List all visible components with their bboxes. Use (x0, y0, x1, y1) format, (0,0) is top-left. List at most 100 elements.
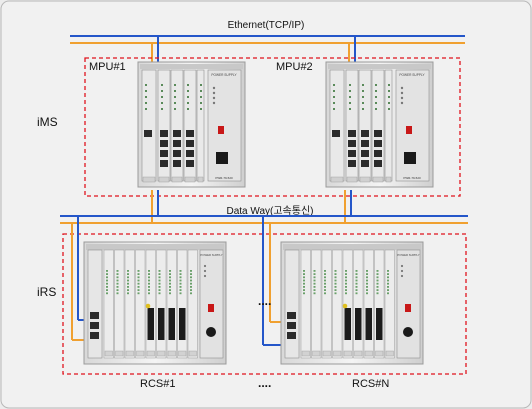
mpu-card-led (200, 90, 202, 92)
mpu-card-tag (346, 176, 358, 183)
rcs-io-led (190, 273, 192, 275)
rcs-io-led (387, 292, 389, 295)
rcs-io-tag (115, 350, 124, 357)
ethernet-port (160, 150, 168, 157)
rcs-io-tag (188, 350, 197, 357)
rcs-io-card (332, 249, 343, 359)
ethernet-port (374, 150, 382, 157)
ims-label: iMS (37, 115, 58, 129)
rcs-io-led (127, 270, 129, 272)
mpu-card-led (388, 84, 390, 86)
rcs-io-led (158, 270, 161, 272)
rcs-io-led (137, 273, 140, 275)
rcs-io-led (116, 276, 119, 279)
mpu-card-led (349, 84, 351, 86)
rcs-io-led (387, 279, 389, 282)
rcs-io-led (179, 282, 182, 285)
rcs-io-led (106, 292, 108, 295)
rcs-io-led (303, 286, 305, 288)
power-switch (406, 126, 412, 134)
rcs-io-led (106, 273, 108, 275)
rcs-io-card (384, 249, 395, 359)
dataway-label: Data Way(고속통신) (227, 205, 314, 217)
rcs-power-switch (208, 304, 214, 312)
rcs-io-led (387, 276, 389, 279)
ims-dashed-box (84, 57, 461, 197)
rcs-top-rail (86, 244, 224, 250)
rcs-io-led (366, 282, 368, 285)
rcs-io-led (355, 270, 358, 272)
rcs-io-led (334, 276, 337, 279)
mpu-card-led (362, 108, 364, 110)
mpu-card-led (388, 102, 390, 104)
rcs-io-led (179, 276, 182, 279)
ethernet-port (361, 140, 369, 147)
mpu2-label: MPU#2 (276, 61, 313, 73)
rcs-io-led (116, 279, 119, 282)
rcs-io-led (324, 279, 326, 282)
rcs-io-led (116, 292, 119, 295)
power-led (212, 96, 216, 100)
mpu-card-led (145, 90, 147, 92)
rcs-io-led (169, 279, 171, 282)
rcs-ethernet-port (90, 312, 99, 319)
rcs-io-led (313, 270, 316, 272)
rcs-ethernet-port (90, 322, 99, 329)
rcs-io-led (324, 289, 326, 291)
rcs-io-card (321, 249, 332, 359)
rcs-io-led (345, 282, 347, 285)
rcs-io-tag (157, 350, 166, 357)
rcs-io-led (148, 279, 150, 282)
rcs-io-led (148, 276, 150, 279)
ethernet-port (348, 160, 356, 167)
rcs-io-led (345, 289, 347, 291)
mpu-card-led (333, 102, 335, 104)
rcs-io-led (179, 279, 182, 282)
rcs-io-led (355, 279, 358, 282)
rcs-io-led (148, 289, 150, 291)
rcs-io-tag (312, 350, 321, 357)
ellipsis-middle: .... (258, 294, 271, 308)
rcs-io-led (158, 276, 161, 279)
rcs-power-led (203, 264, 207, 268)
mpu-card-led (333, 84, 335, 86)
rcs-terminal-block (365, 308, 372, 340)
rcs-io-led (179, 286, 182, 288)
rcs-io-led (303, 273, 305, 275)
mpu-card-led (349, 90, 351, 92)
rcs-ethernet-port (287, 322, 296, 329)
rcs-io-led (137, 270, 140, 272)
rcs-io-led (106, 282, 108, 285)
ethernet-port (361, 150, 369, 157)
mpu-card-led (375, 108, 377, 110)
ethernet-port (374, 140, 382, 147)
rcs-io-led (313, 276, 316, 279)
rcs-ethernet-port (90, 332, 99, 339)
rcs-power-connector (206, 327, 216, 337)
ethernet-port (160, 140, 168, 147)
mpu-card-led (145, 108, 147, 110)
rcs-io-led (169, 286, 171, 288)
power-led (400, 91, 404, 95)
power-led (212, 91, 216, 95)
rcs-io-led (158, 292, 161, 295)
rcs-io-led (169, 289, 171, 291)
rcs-io-led (313, 286, 316, 288)
rcs-io-led (387, 286, 389, 288)
mpu-card-led (174, 108, 176, 110)
rcs-io-led (313, 282, 316, 285)
mpu-card-tag (158, 176, 170, 183)
mpu-top-rail (140, 64, 243, 69)
model-label: PWR-79-520 (403, 176, 421, 180)
rcs-io-led (345, 279, 347, 282)
mpu-card-led (349, 108, 351, 110)
rcs-io-led (303, 279, 305, 282)
mpu-card-led (362, 102, 364, 104)
ethernet-port (173, 130, 181, 137)
ethernet-port (160, 130, 168, 137)
mpu-card-tag (330, 176, 344, 183)
rcs-power-led (400, 274, 404, 278)
irs-label: iRS (37, 285, 56, 299)
